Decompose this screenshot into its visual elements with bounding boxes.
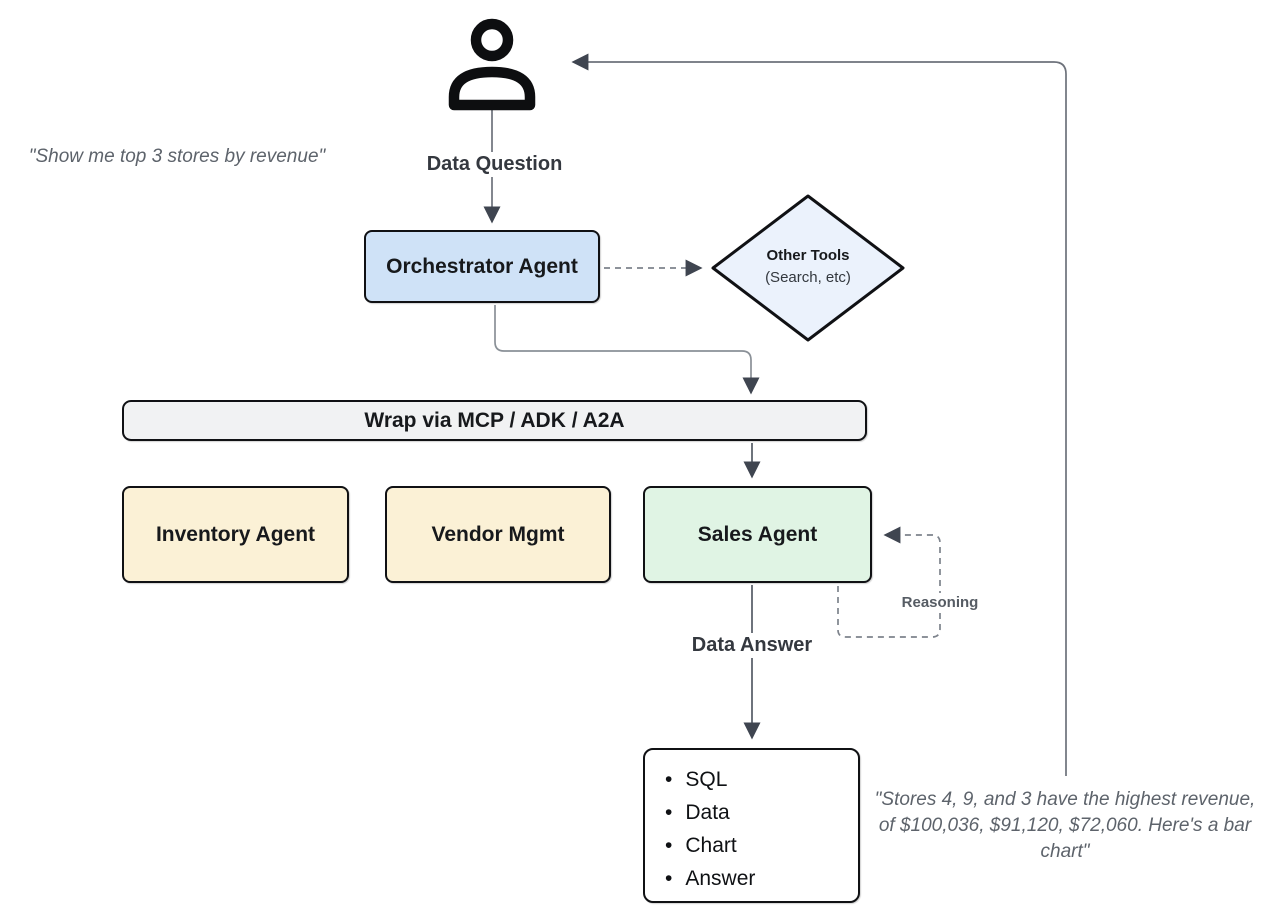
orchestrator-agent-label: Orchestrator Agent — [386, 254, 578, 278]
output-item: SQL — [665, 763, 858, 796]
user-question-quote: "Show me top 3 stores by revenue" — [28, 146, 326, 167]
other-tools-title: Other Tools — [766, 247, 850, 264]
answer-quote: "Stores 4, 9, and 3 have the highest rev… — [874, 789, 1256, 863]
wrap-mcp-adk-a2a-label: Wrap via MCP / ADK / A2A — [364, 408, 625, 432]
data-answer-label: Data Answer — [670, 633, 834, 658]
data-question-label: Data Question — [412, 152, 577, 177]
vendor-mgmt-node: Vendor Mgmt — [385, 486, 611, 583]
orchestrator-agent-node: Orchestrator Agent — [364, 230, 600, 303]
person-icon — [448, 18, 536, 111]
reasoning-label: Reasoning — [878, 593, 1002, 612]
sales-agent-node: Sales Agent — [643, 486, 872, 583]
arrow-orchestrator-to-wrap — [494, 305, 760, 395]
other-tools-subtitle: (Search, etc) — [765, 269, 851, 286]
other-tools-diamond — [711, 194, 905, 342]
output-list: SQL Data Chart Answer — [645, 750, 858, 895]
arrow-reasoning-loop — [837, 526, 941, 638]
output-box: SQL Data Chart Answer — [643, 748, 860, 903]
inventory-agent-label: Inventory Agent — [155, 522, 316, 546]
output-item: Chart — [665, 829, 858, 862]
other-tools-text: Other Tools (Search, etc) — [743, 245, 873, 289]
output-item: Answer — [665, 862, 858, 895]
output-item: Data — [665, 796, 858, 829]
sales-agent-label: Sales Agent — [697, 522, 818, 546]
arrow-answer-to-user — [571, 53, 1067, 776]
inventory-agent-node: Inventory Agent — [122, 486, 349, 583]
vendor-mgmt-label: Vendor Mgmt — [431, 522, 565, 546]
wrap-mcp-adk-a2a-node: Wrap via MCP / ADK / A2A — [122, 400, 867, 441]
